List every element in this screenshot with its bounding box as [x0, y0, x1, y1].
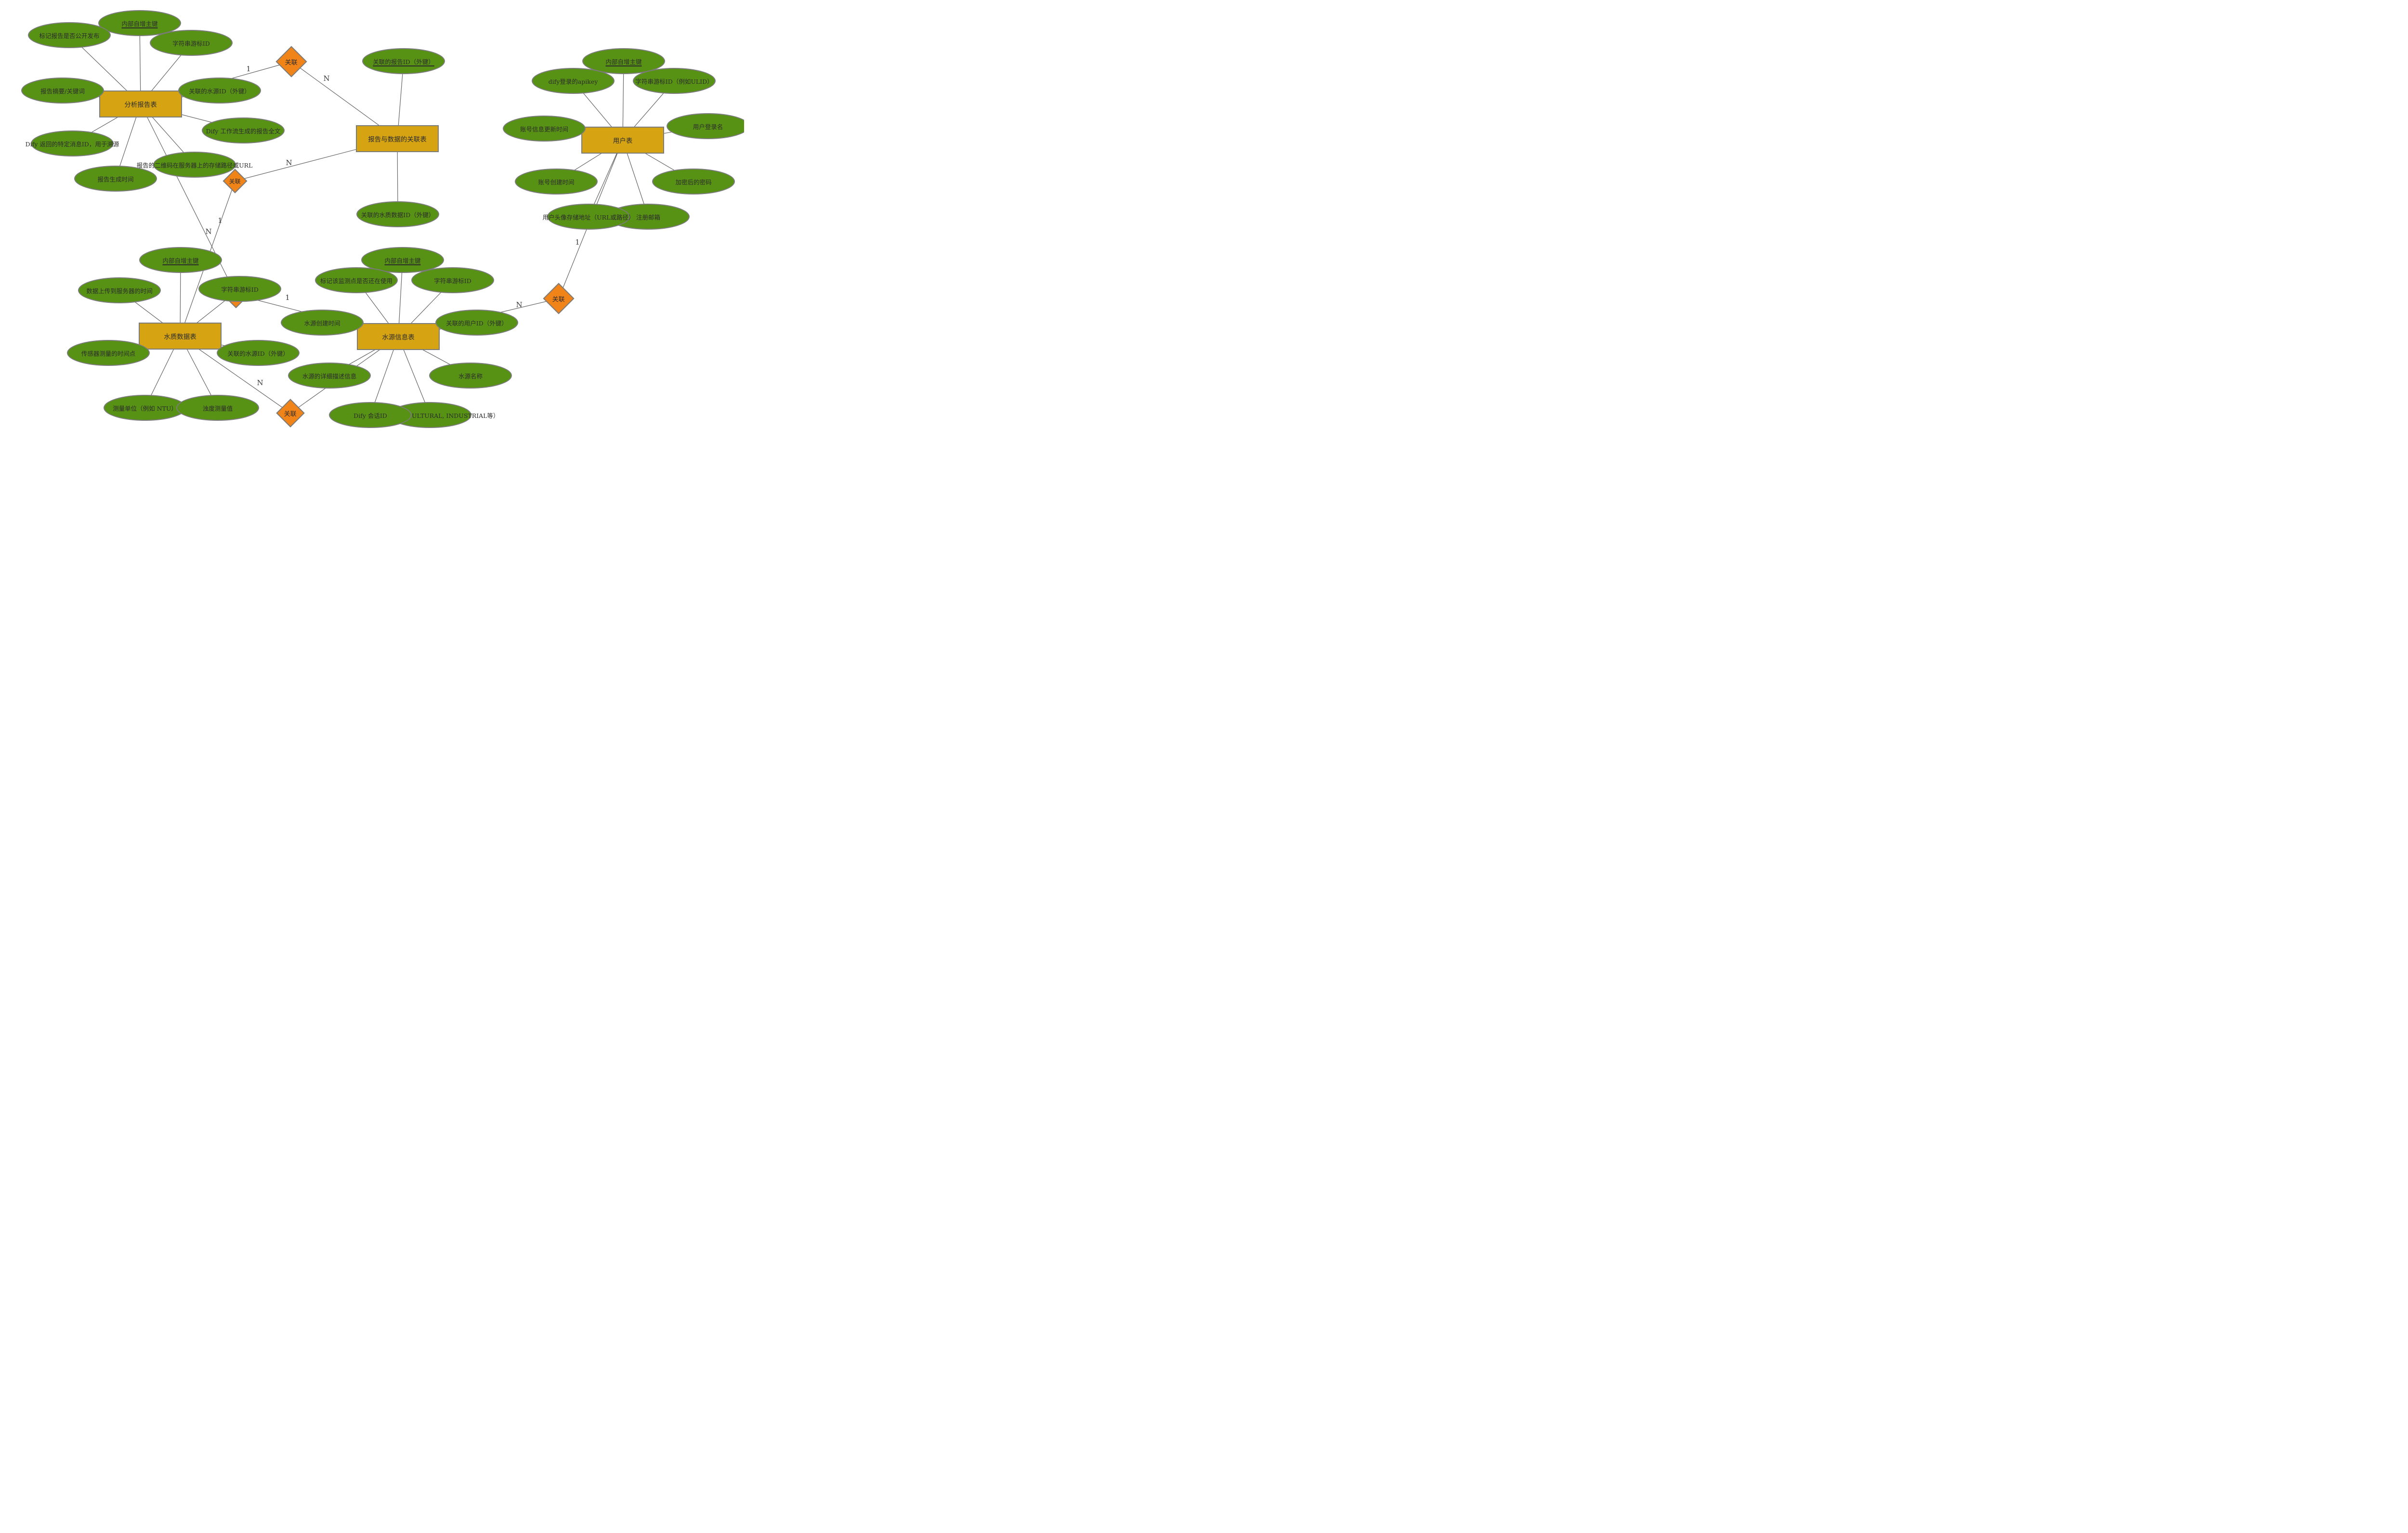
attribute-data-turbidity-value: 浊度测量值	[176, 395, 259, 421]
cardinality-label: N	[516, 300, 523, 309]
attribute-data-upload-time: 数据上传到服务器的时间	[78, 277, 161, 303]
entity-user-table: 用户表	[581, 127, 664, 154]
attribute-user-cursor-id-ulid: 字符串游标ID（例如ULID）	[633, 68, 716, 94]
attribute-source-cursor-id: 字符串游标ID	[411, 267, 494, 293]
cardinality-label: N	[323, 74, 330, 83]
attribute-user-created-time: 账号创建时间	[515, 169, 598, 195]
attribute-report-public-flag: 标记报告是否公开发布	[28, 22, 111, 48]
cardinality-label: 1	[575, 238, 580, 247]
relationship-label: 关联	[284, 410, 297, 418]
attribute-report-generated-time: 报告生成时间	[74, 166, 157, 192]
attribute-report-internal-pk: 内部自增主键	[98, 10, 181, 36]
attribute-user-dify-apikey: dify登录的apikey	[532, 68, 615, 94]
attribute-data-source-fk: 关联的水源ID（外键）	[217, 340, 300, 366]
attribute-source-name: 水源名称	[429, 363, 512, 389]
attribute-link-water-data-id-fk: 关联的水质数据ID（外键）	[356, 201, 439, 227]
cardinality-label: N	[205, 227, 212, 236]
attribute-source-active-flag: 标记该监测点是否还在使用	[315, 267, 398, 293]
entity-water-quality-data-table: 水质数据表	[139, 323, 222, 350]
cardinality-label: 1	[218, 216, 222, 225]
attribute-source-description: 水源的详细描述信息	[288, 363, 371, 389]
entity-analysis-report-table: 分析报告表	[99, 91, 182, 117]
attribute-data-sensor-time: 传感器测量的时间点	[67, 340, 150, 366]
attribute-report-fulltext: Dify 工作流生成的报告全文	[202, 117, 285, 143]
attribute-user-avatar-path: 用户头像存储地址（URL或路径）	[543, 204, 634, 230]
attribute-report-dify-message-id: Dify 返回的特定消息ID，用于溯源	[26, 130, 119, 156]
cardinality-label: N	[286, 158, 292, 167]
attribute-report-summary-keywords: 报告摘要/关键词	[21, 78, 104, 104]
attribute-source-dify-session-id: Dify 会话ID	[329, 402, 412, 428]
attribute-report-qrcode-path: 报告的二维码在服务器上的存储路径或URL	[137, 152, 252, 178]
attribute-user-updated-time: 账号信息更新时间	[503, 116, 586, 142]
entity-water-source-info-table: 水源信息表	[357, 323, 440, 350]
er-diagram-canvas: 分析报告表 报告与数据的关联表 水质数据表 用户表 水源信息表 关联 内部自增主…	[0, 0, 744, 434]
attribute-source-created-time: 水源创建时间	[281, 310, 364, 336]
relationship-label: 关联	[552, 296, 565, 303]
entity-report-data-link-table: 报告与数据的关联表	[356, 125, 439, 152]
cardinality-label: N	[257, 378, 263, 387]
relationship-label: 关联	[285, 59, 298, 66]
attribute-source-user-fk: 关联的用户ID（外键）	[435, 310, 518, 336]
cardinality-label: 1	[285, 293, 290, 302]
attribute-user-login-name: 用户登录名	[667, 113, 744, 139]
attribute-user-password-hash: 加密后的密码	[652, 169, 735, 195]
attribute-link-report-id-fk: 关联的报告ID（外键）	[362, 48, 445, 74]
attribute-data-internal-pk: 内部自增主键	[139, 247, 222, 273]
attribute-data-unit: 测量单位（例如 NTU）	[104, 395, 186, 421]
relationship-label: 关联	[229, 178, 241, 185]
cardinality-label: 1	[246, 65, 251, 73]
attribute-report-cursor-id: 字符串游标ID	[150, 30, 233, 56]
attribute-data-cursor-id: 字符串游标ID	[198, 276, 281, 302]
attribute-report-source-fk: 关联的水源ID（外键）	[178, 78, 261, 104]
